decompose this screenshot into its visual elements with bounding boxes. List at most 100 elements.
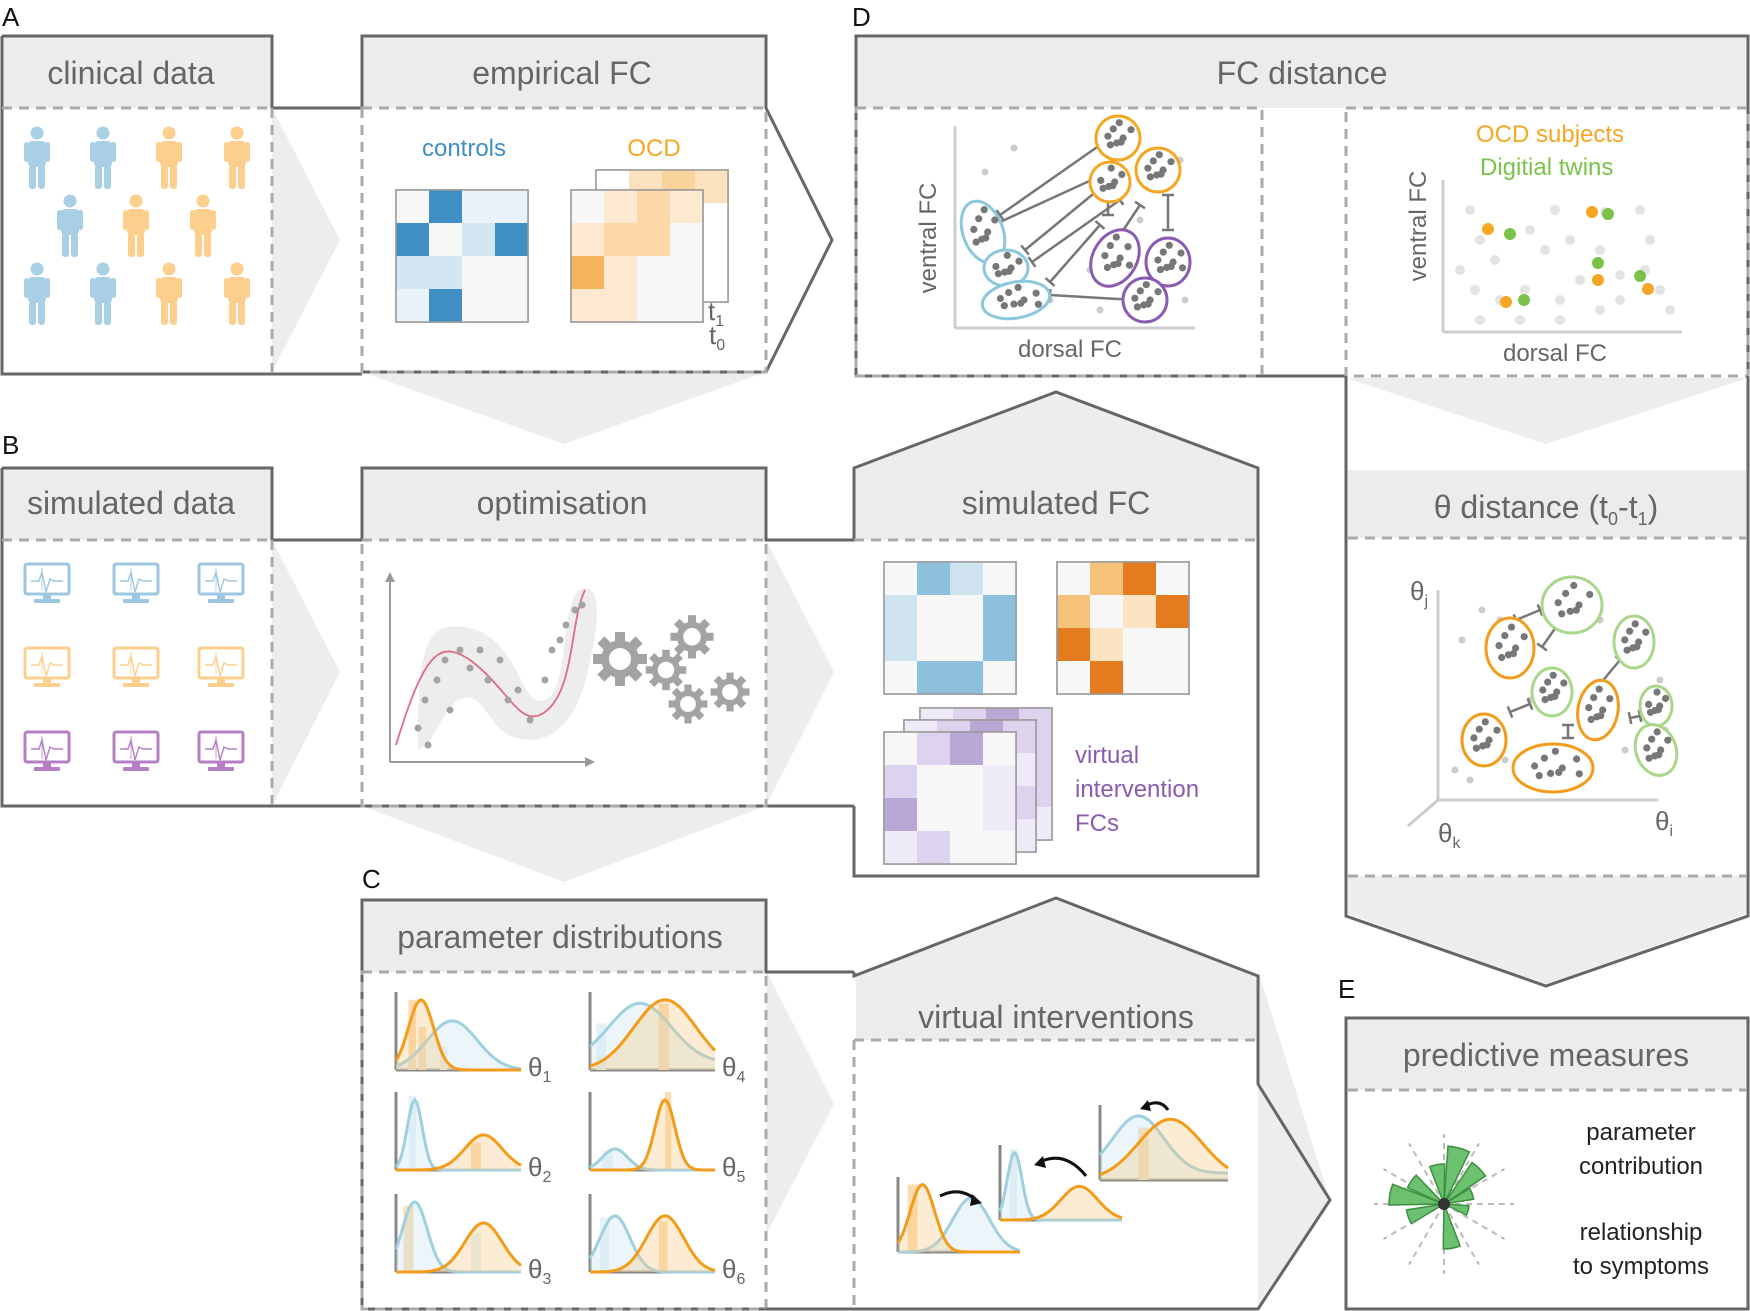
histogram-bar xyxy=(658,1003,669,1070)
cluster-point xyxy=(1140,301,1148,309)
predictive-measures-header: predictive measures xyxy=(1403,1037,1689,1073)
cluster-point xyxy=(1155,151,1163,159)
monitor-icon xyxy=(197,562,245,605)
distance-link xyxy=(1031,198,1121,264)
background-point xyxy=(1550,205,1560,215)
rose-guide xyxy=(1408,1203,1445,1266)
background-point xyxy=(1490,255,1500,265)
matrix-cell xyxy=(604,190,637,223)
cluster xyxy=(1540,575,1604,635)
orange-density xyxy=(396,1221,522,1274)
vi-plot xyxy=(998,1145,1123,1222)
blue-density xyxy=(1098,1114,1228,1175)
histogram-bar xyxy=(471,1233,481,1272)
cluster-point xyxy=(1653,728,1661,736)
theta-label: θ2 xyxy=(528,1152,551,1186)
rose-petal xyxy=(1406,1174,1445,1205)
cluster-point xyxy=(1575,770,1583,778)
matrix-cell xyxy=(884,562,917,595)
rose-petal xyxy=(1428,1163,1446,1205)
fcdist-left-dashed xyxy=(854,106,1264,378)
theta-bottom-arrow xyxy=(1348,876,1746,984)
matrix-cell xyxy=(950,595,983,628)
matrix-cell xyxy=(495,223,528,256)
matrix-cell xyxy=(1057,595,1090,628)
cluster-point xyxy=(1642,628,1650,636)
cluster-point xyxy=(1555,768,1563,777)
cluster-ellipse xyxy=(1144,236,1192,288)
distribution-plot: θ3 xyxy=(394,1194,551,1288)
matrix-cell xyxy=(1156,628,1189,661)
orange-density-fill xyxy=(590,999,715,1070)
matrix-cell xyxy=(396,256,429,289)
cluster-point xyxy=(1131,294,1139,302)
controls-label: controls xyxy=(422,135,506,162)
matrix-cell xyxy=(917,765,950,798)
parameter-distributions-header: parameter distributions xyxy=(397,919,722,955)
distribution-plot: θ6 xyxy=(588,1194,745,1288)
monitor-icon xyxy=(23,562,71,605)
panel-e: E predictive measures parameter contribu… xyxy=(1338,974,1750,1311)
matrix-cell xyxy=(983,562,1016,595)
controls-fc-matrix xyxy=(395,189,529,323)
matrix-cell xyxy=(950,798,983,831)
distance-link xyxy=(1049,224,1101,283)
histogram-bar xyxy=(1138,1127,1149,1180)
cluster-point xyxy=(1144,164,1152,172)
matrix-cell xyxy=(1057,661,1090,694)
dorsal-fc-label: dorsal FC xyxy=(1018,336,1122,363)
cluster xyxy=(1530,666,1574,718)
cluster xyxy=(1144,236,1192,288)
panel-c-letter: C xyxy=(362,864,381,894)
matrix-cell xyxy=(884,661,917,694)
fc-clusters xyxy=(959,114,1192,324)
cluster-point xyxy=(1163,263,1171,271)
blue-density xyxy=(395,1019,522,1071)
cluster xyxy=(1638,684,1674,728)
monitor-icon xyxy=(23,646,71,689)
background-point xyxy=(981,168,989,176)
matrix-cell xyxy=(950,765,983,798)
matrix-cell xyxy=(884,595,917,628)
matrix-cell xyxy=(950,831,983,864)
theta-k-label: θk xyxy=(1438,818,1461,852)
orange-density xyxy=(896,1182,1020,1254)
flow-arrow-c1 xyxy=(766,970,834,1235)
cluster xyxy=(1460,712,1508,768)
cluster-point xyxy=(1629,644,1637,652)
matrix-cell xyxy=(1156,595,1189,628)
monitor-icon xyxy=(112,730,160,773)
cluster xyxy=(1134,146,1182,194)
arrow-head xyxy=(1140,1100,1151,1111)
link-cap xyxy=(995,209,1005,221)
histogram-bar xyxy=(602,1150,613,1170)
matrix-cell xyxy=(983,661,1016,694)
cluster-point xyxy=(1520,633,1528,641)
matrix-cell xyxy=(983,831,1016,864)
matrix-cell xyxy=(1123,628,1156,661)
rose-guide xyxy=(1408,1142,1445,1205)
person-icon xyxy=(190,194,216,257)
theta-k-axis xyxy=(1407,798,1439,828)
monitor-icon xyxy=(197,646,245,689)
contribution-label: contribution xyxy=(1579,1153,1703,1180)
cluster-point xyxy=(1032,289,1040,297)
matrix-cell xyxy=(637,190,670,223)
cluster-ellipse xyxy=(1460,712,1508,768)
gear-icon xyxy=(593,632,647,686)
matrix-cell xyxy=(1057,628,1090,661)
cluster xyxy=(1633,723,1679,777)
orange-density xyxy=(394,998,521,1072)
pm-frame xyxy=(1344,1016,1750,1311)
matrix-cell xyxy=(884,831,917,864)
cluster-point xyxy=(1003,251,1011,259)
distribution-plot: θ2 xyxy=(394,1092,551,1186)
scatter-point xyxy=(1592,274,1604,286)
simfc-frame xyxy=(852,390,1260,878)
cluster xyxy=(980,279,1052,321)
matrix-cell xyxy=(983,595,1016,628)
optimisation-plot xyxy=(385,572,750,767)
empirical-header-bg xyxy=(362,36,766,108)
cluster-point xyxy=(1531,762,1539,770)
